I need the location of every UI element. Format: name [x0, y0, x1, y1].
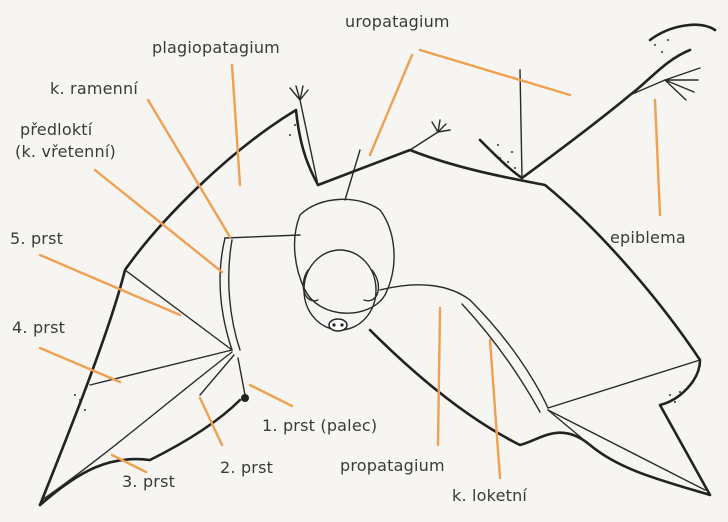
right-humerus: [380, 285, 470, 300]
bat-head: [304, 250, 376, 330]
leader-prst3: [112, 455, 146, 472]
left-humerus: [225, 235, 300, 238]
leader-prst1: [250, 385, 292, 406]
label-propatagium: propatagium: [340, 456, 445, 475]
right-forearm-b: [462, 304, 540, 412]
label-prst2: 2. prst: [220, 458, 273, 477]
inset-tail-bone: [520, 70, 522, 178]
leader-plagiopatagium: [232, 65, 240, 185]
leader-uropatagium-a: [370, 55, 412, 155]
label-prst1: 1. prst (palec): [262, 416, 377, 435]
right-forearm: [470, 300, 548, 408]
label-plagiopatagium: plagiopatagium: [152, 38, 280, 57]
right-finger-a: [548, 360, 700, 408]
inset-calcar: [630, 80, 665, 95]
label-prst3: 3. prst: [122, 472, 175, 491]
leader-uropatagium-b: [420, 50, 570, 95]
label-prst4: 4. prst: [12, 318, 65, 337]
leader-prst4: [40, 348, 120, 382]
label-predlokti-sub: (k. vřetenní): [15, 142, 116, 161]
label-k-ramenni: k. ramenní: [50, 79, 138, 98]
leader-lines: [40, 50, 660, 478]
leader-propatagium: [438, 308, 440, 445]
left-finger-5: [125, 270, 232, 350]
left-thumb-claw: [241, 394, 249, 402]
inset-upper-edge: [650, 25, 715, 40]
left-finger-4: [90, 350, 232, 385]
inset-toes: [665, 68, 700, 100]
left-foot: [290, 86, 308, 100]
leader-prst5: [40, 255, 180, 315]
nostril-left: [332, 323, 335, 326]
right-finger-b: [548, 410, 705, 490]
label-predlokti: předloktí: [20, 120, 92, 139]
left-finger-2: [200, 355, 234, 395]
bat-muzzle: [329, 319, 347, 331]
label-prst5: 5. prst: [10, 229, 63, 248]
left-forearm-b: [229, 240, 240, 350]
label-epiblema: epiblema: [610, 228, 686, 247]
leader-k-loketni: [490, 340, 500, 478]
right-foot: [432, 120, 450, 132]
left-thumb: [238, 358, 245, 395]
leader-prst2: [200, 398, 222, 445]
left-ear: [303, 270, 318, 301]
label-uropatagium: uropatagium: [345, 12, 450, 31]
leader-epiblema: [655, 100, 660, 215]
wing-membrane-outline: [40, 110, 710, 505]
leader-predlokti: [95, 170, 222, 272]
nostril-right: [340, 323, 343, 326]
right-hind-leg: [410, 132, 438, 150]
label-k-loketni: k. loketní: [452, 486, 527, 505]
bat-body: [295, 199, 395, 313]
